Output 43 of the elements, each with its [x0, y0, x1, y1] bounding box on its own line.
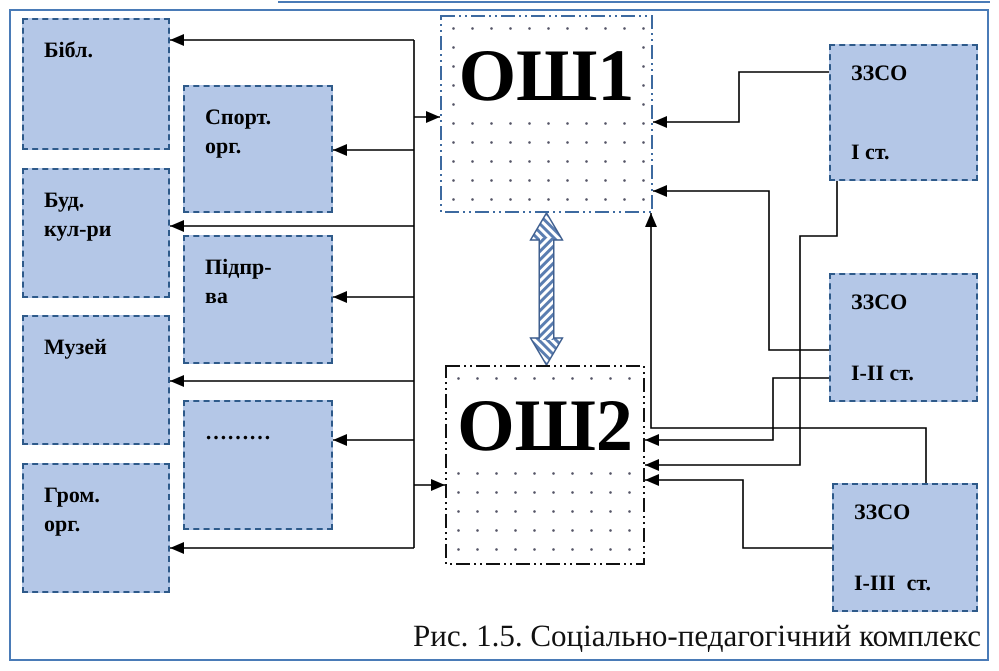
caption: Рис. 1.5. Соціально-педагогічний комплекс — [412, 618, 981, 654]
arrow — [645, 181, 838, 471]
school-box — [445, 365, 645, 565]
node-label: I-II ст. — [851, 360, 915, 386]
arrow — [653, 185, 829, 351]
double-arrow — [530, 212, 564, 366]
arrow — [414, 111, 440, 123]
node-label: ЗЗСО — [854, 499, 912, 525]
node-label: I-III ст. — [854, 570, 932, 596]
partner-box — [22, 18, 170, 150]
arrow — [170, 375, 414, 387]
arrow — [333, 434, 414, 446]
partner-box — [183, 400, 333, 530]
node-label: Підпр-ва — [205, 253, 273, 310]
school-box — [440, 15, 653, 213]
node-label: Спорт. орг. — [205, 103, 272, 160]
arrow — [170, 220, 414, 232]
arrow — [653, 71, 829, 128]
arrow — [414, 479, 445, 491]
node-label: ЗЗСО — [851, 289, 908, 315]
node-label: ЗЗСО — [851, 60, 908, 86]
arrow — [645, 474, 832, 549]
arrow — [645, 213, 927, 483]
partner-box — [183, 235, 333, 364]
arrow — [333, 291, 414, 303]
partner-box — [183, 85, 333, 213]
partner-box — [22, 463, 170, 593]
node-label: ……… — [205, 418, 272, 446]
school-box — [829, 44, 978, 181]
arrow — [170, 34, 414, 46]
node-label: Музей — [44, 333, 108, 361]
bus-line — [413, 40, 415, 548]
arrow — [645, 377, 829, 446]
school-box — [832, 483, 978, 612]
node-label: Буд. кул-ри — [44, 186, 112, 243]
arrow — [170, 542, 414, 554]
node-label: I ст. — [851, 139, 890, 165]
node-label: Гром. орг. — [44, 481, 101, 538]
arrow — [333, 144, 414, 156]
partner-box — [22, 168, 170, 298]
node-label: Бібл. — [44, 36, 94, 64]
school-box — [829, 273, 978, 402]
partner-box — [22, 315, 170, 445]
